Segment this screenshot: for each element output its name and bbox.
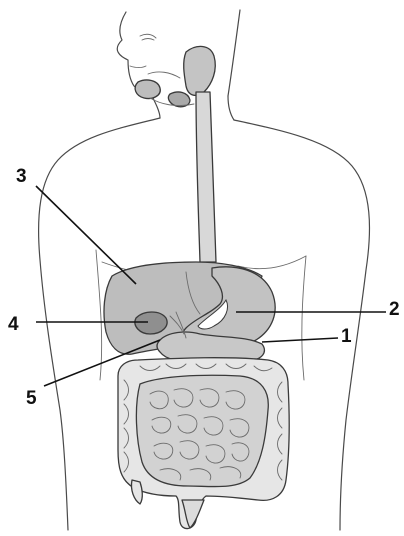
label-3: 3 (16, 166, 27, 187)
label-2: 2 (389, 299, 400, 320)
leader-line-3 (36, 186, 136, 284)
esophagus (196, 92, 216, 262)
label-4: 4 (8, 314, 19, 335)
small-intestine (136, 375, 268, 486)
leader-line-1 (262, 338, 338, 342)
label-1: 1 (341, 326, 352, 347)
label-5: 5 (26, 388, 37, 409)
gallbladder (135, 312, 167, 334)
